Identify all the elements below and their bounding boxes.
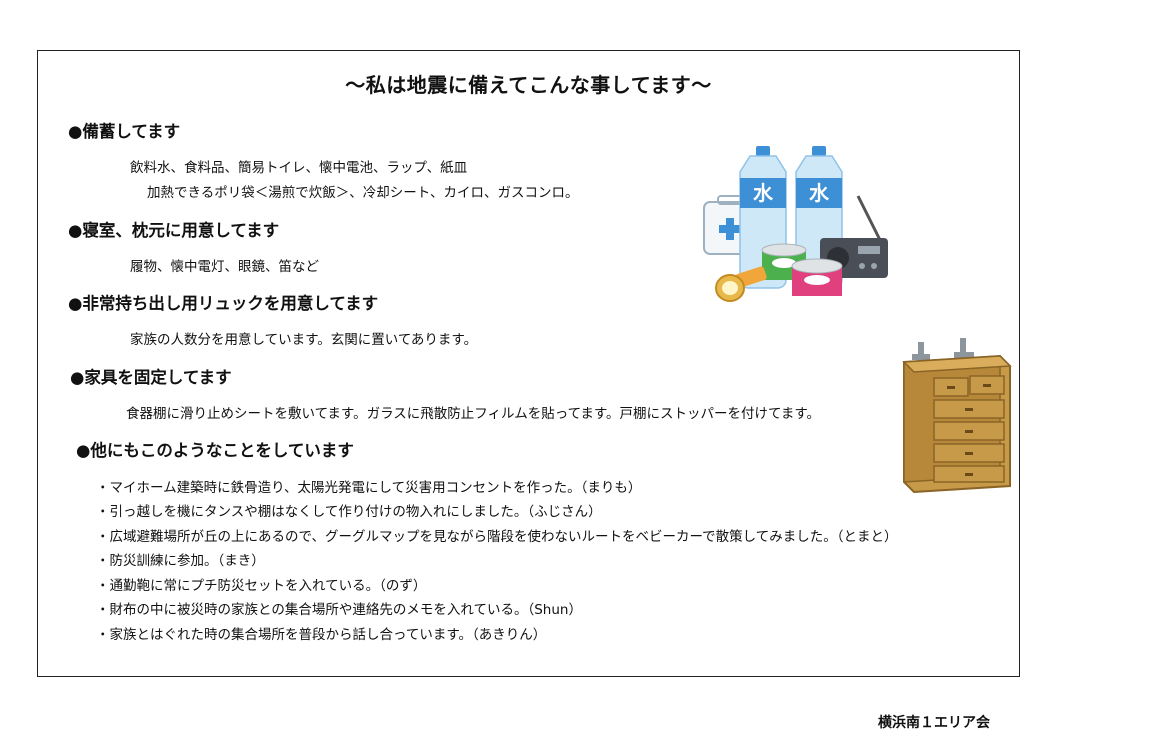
- svg-text:水: 水: [753, 181, 774, 205]
- section-heading-stockpile: ●備蓄してます: [68, 122, 181, 141]
- section-heading-bedroom: ●寝室、枕元に用意してます: [68, 221, 280, 240]
- other-line-1: ・マイホーム建築時に鉄骨造り、太陽光発電にして災害用コンセントを作った。（まりも…: [96, 480, 642, 496]
- emergency-supplies-illustration: 水 水: [703, 146, 888, 302]
- other-line-3: ・広域避難場所が丘の上にあるので、グーグルマップを見ながら階段を使わないルートを…: [96, 529, 898, 545]
- section-heading-furniture: ●家具を固定してます: [70, 368, 232, 387]
- section-heading-other: ●他にもこのようなことをしています: [76, 441, 354, 460]
- svg-text:水: 水: [809, 181, 830, 205]
- wall-bracket-icon: [912, 342, 930, 360]
- furniture-line-1: 食器棚に滑り止めシートを敷いてます。ガラスに飛散防止フィルムを貼ってます。戸棚に…: [126, 406, 821, 422]
- other-line-6: ・財布の中に被災時の家族との集合場所や連絡先のメモを入れている。（Shun）: [96, 602, 582, 618]
- dresser-illustration: [902, 338, 1012, 494]
- canned-food-icon: [791, 258, 843, 296]
- flashlight-icon: [715, 266, 767, 302]
- footer-organization: 横浜南１エリア会: [878, 715, 990, 731]
- other-line-5: ・通勤鞄に常にプチ防災セットを入れている。（のず）: [96, 578, 427, 594]
- other-line-4: ・防災訓練に参加。（まき）: [96, 553, 265, 569]
- wall-bracket-icon: [954, 338, 974, 358]
- page-title: ～私は地震に備えてこんな事してます～: [345, 73, 712, 97]
- section-heading-backpack: ●非常持ち出し用リュックを用意してます: [68, 294, 379, 313]
- bedroom-line-1: 履物、懐中電灯、眼鏡、笛など: [130, 259, 319, 275]
- stockpile-line-2: 加熱できるポリ袋＜湯煎で炊飯＞、冷却シート、カイロ、ガスコンロ。: [147, 185, 579, 201]
- backpack-line-1: 家族の人数分を用意しています。玄関に置いてあります。: [130, 332, 478, 348]
- stockpile-line-1: 飲料水、食料品、簡易トイレ、懐中電池、ラップ、紙皿: [130, 160, 468, 176]
- other-line-7: ・家族とはぐれた時の集合場所を普段から話し合っています。（あきりん）: [96, 627, 547, 643]
- document-frame: ～私は地震に備えてこんな事してます～: [37, 50, 1020, 677]
- other-line-2: ・引っ越しを機にタンスや棚はなくして作り付けの物入れにしました。（ふじさん）: [96, 504, 602, 520]
